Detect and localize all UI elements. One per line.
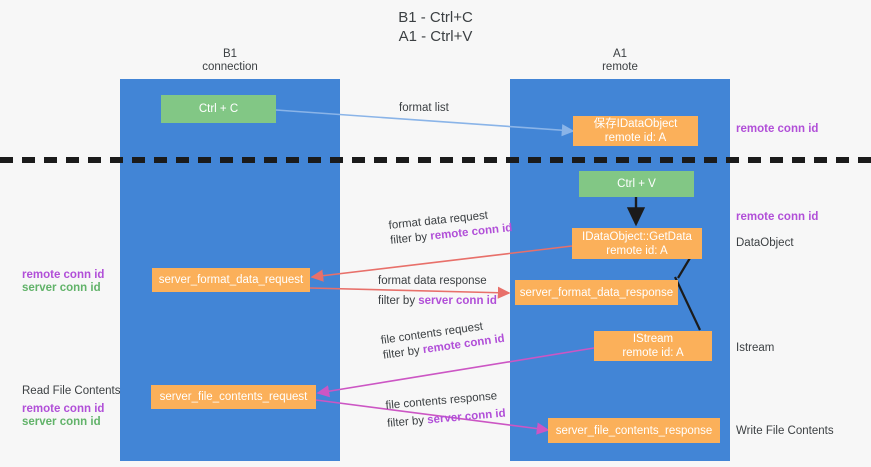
- node-ctrl-v[interactable]: Ctrl + V: [579, 171, 694, 197]
- edge-label-format-list: format list: [399, 102, 449, 114]
- node-server-file-contents-response[interactable]: server_file_contents_response: [548, 418, 720, 443]
- node-istream[interactable]: IStream remote id: A: [594, 331, 712, 361]
- side-label-left-server-conn-id-mid: server conn id: [22, 282, 101, 294]
- side-label-remote-conn-id-mid: remote conn id: [736, 211, 819, 223]
- side-label-write-file-contents: Write File Contents: [736, 425, 834, 437]
- node-server-format-data-response[interactable]: server_format_data_response: [515, 280, 678, 305]
- filter-prefix: filter by: [389, 230, 431, 247]
- side-label-dataobject: DataObject: [736, 237, 794, 249]
- side-label-remote-conn-id-top: remote conn id: [736, 123, 819, 135]
- edge-label-format-data-response-group: format data response filter by server co…: [378, 274, 497, 309]
- filter-prefix: filter by: [382, 344, 424, 362]
- filter-key-server-conn-id: server conn id: [426, 407, 507, 427]
- edge-label-format-data-response: format data response: [378, 275, 487, 287]
- node-save-idataobject[interactable]: 保存IDataObject remote id: A: [573, 116, 698, 146]
- side-label-read-file-contents: Read File Contents: [22, 385, 121, 397]
- side-label-left-remote-conn-id-bottom: remote conn id: [22, 403, 105, 415]
- column-header-b1: B1 connection: [202, 48, 258, 73]
- side-label-istream: Istream: [736, 342, 775, 354]
- node-idataobject-getdata[interactable]: IDataObject::GetData remote id: A: [572, 228, 702, 259]
- filter-prefix: filter by: [378, 295, 419, 307]
- edge-label-format-data-request-group: format data request filter by remote con…: [388, 206, 513, 249]
- edge-label-format-data-response-filter: filter by server conn id: [378, 294, 497, 309]
- side-label-left-server-conn-id-bottom: server conn id: [22, 416, 101, 428]
- node-ctrl-c[interactable]: Ctrl + C: [161, 95, 276, 123]
- filter-prefix: filter by: [386, 414, 428, 430]
- edge-label-file-contents-response-group: file contents response filter by server …: [385, 389, 506, 432]
- filter-key-server-conn-id: server conn id: [418, 295, 497, 307]
- page-title: B1 - Ctrl+C A1 - Ctrl+V: [398, 9, 473, 45]
- column-header-a1: A1 remote: [602, 48, 638, 73]
- node-server-file-contents-request[interactable]: server_file_contents_request: [151, 385, 316, 409]
- edge-label-file-contents-request-group: file contents request filter by remote c…: [380, 317, 506, 364]
- node-server-format-data-request[interactable]: server_format_data_request: [152, 268, 310, 292]
- side-label-left-remote-conn-id-mid: remote conn id: [22, 269, 105, 281]
